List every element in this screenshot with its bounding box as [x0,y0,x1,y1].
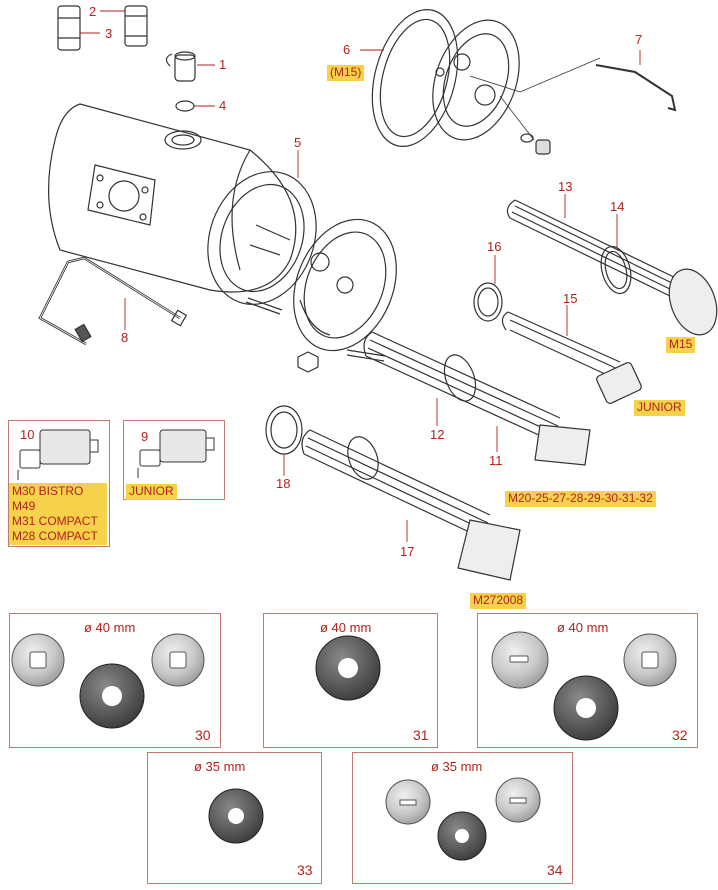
model-label: M30 BISTRO [12,484,84,498]
nut-hex [297,351,319,373]
kit-box-30 [9,613,221,748]
disc-set-30 [11,633,205,729]
kit-box-31 [263,613,438,748]
pump-box-10 [8,420,110,547]
callout-13: 13 [558,179,573,194]
safety-valve-part-1 [165,51,196,82]
callout-17: 17 [400,544,415,559]
pump-part-9 [137,429,215,478]
tag-junior-right: JUNIOR [634,400,685,416]
kit-dim-32: ø 40 mm [557,620,609,635]
callout-9: 9 [141,429,149,444]
model-label: M49 [12,499,36,513]
callout-6: 6 [343,42,351,57]
heating-element-part-13 [506,199,718,336]
callout-11: 11 [489,453,503,468]
flange-m15-top [432,19,520,141]
tag-m15-top: (M15) [327,65,365,81]
disc-set-34 [385,777,541,861]
stud-bolt-2 [346,349,386,362]
kit-box-34 [352,752,573,884]
kit-num-30: 30 [195,727,211,743]
model-label: M31 COMPACT [12,514,98,528]
plug-cap [535,139,551,155]
heating-element-part-11 [363,331,591,466]
disc-set-33 [208,788,264,844]
washer-part-4 [175,100,195,112]
gasket-part-5 [207,171,317,305]
kit-num-33: 33 [297,862,313,878]
fitting-part-2 [124,5,148,47]
callout-7: 7 [635,32,643,47]
callout-15: 15 [563,291,578,306]
boiler-body [47,103,297,293]
pipe-part-8 [38,256,181,346]
kit-dim-34: ø 35 mm [431,759,483,774]
kit-num-32: 32 [672,727,688,743]
disc-set-32 [491,631,677,741]
callout-12: 12 [430,427,445,442]
kit-num-34: 34 [547,862,563,878]
callout-2: 2 [89,4,97,19]
callout-8: 8 [121,330,129,345]
callout-18: 18 [276,476,291,491]
gasket-part-16 [473,282,503,322]
kit-box-32 [477,613,698,748]
heating-element-part-15 [501,311,642,404]
disc-set-31 [315,635,381,701]
callout-10: 10 [20,427,35,442]
callout-3: 3 [105,26,113,41]
callout-5: 5 [294,135,302,150]
tag-m-series: M20-25-27-28-29-30-31-32 [505,491,656,507]
kit-box-33 [147,752,322,884]
tag-models-left: M30 BISTRO M49 M31 COMPACT M28 COMPACT [9,483,107,545]
callout-16: 16 [487,239,502,254]
probe-part-7 [595,64,677,112]
pump-part-10 [17,429,99,480]
callout-4: 4 [219,98,227,113]
gasket-part-6 [371,8,459,148]
model-label: M28 COMPACT [12,529,98,543]
callout-14: 14 [610,199,625,214]
tag-code: M272008 [470,593,527,609]
tag-junior-left: JUNIOR [126,484,177,500]
stud-bolt [245,297,283,315]
kit-dim-33: ø 35 mm [194,759,246,774]
kit-dim-30: ø 40 mm [84,620,136,635]
kit-dim-31: ø 40 mm [320,620,372,635]
kit-num-31: 31 [413,727,429,743]
tag-m15: M15 [666,337,696,353]
heating-element-part-17 [301,429,521,581]
flange-center [293,218,397,352]
callout-1: 1 [219,57,227,72]
fitting-part-3 [57,5,81,51]
